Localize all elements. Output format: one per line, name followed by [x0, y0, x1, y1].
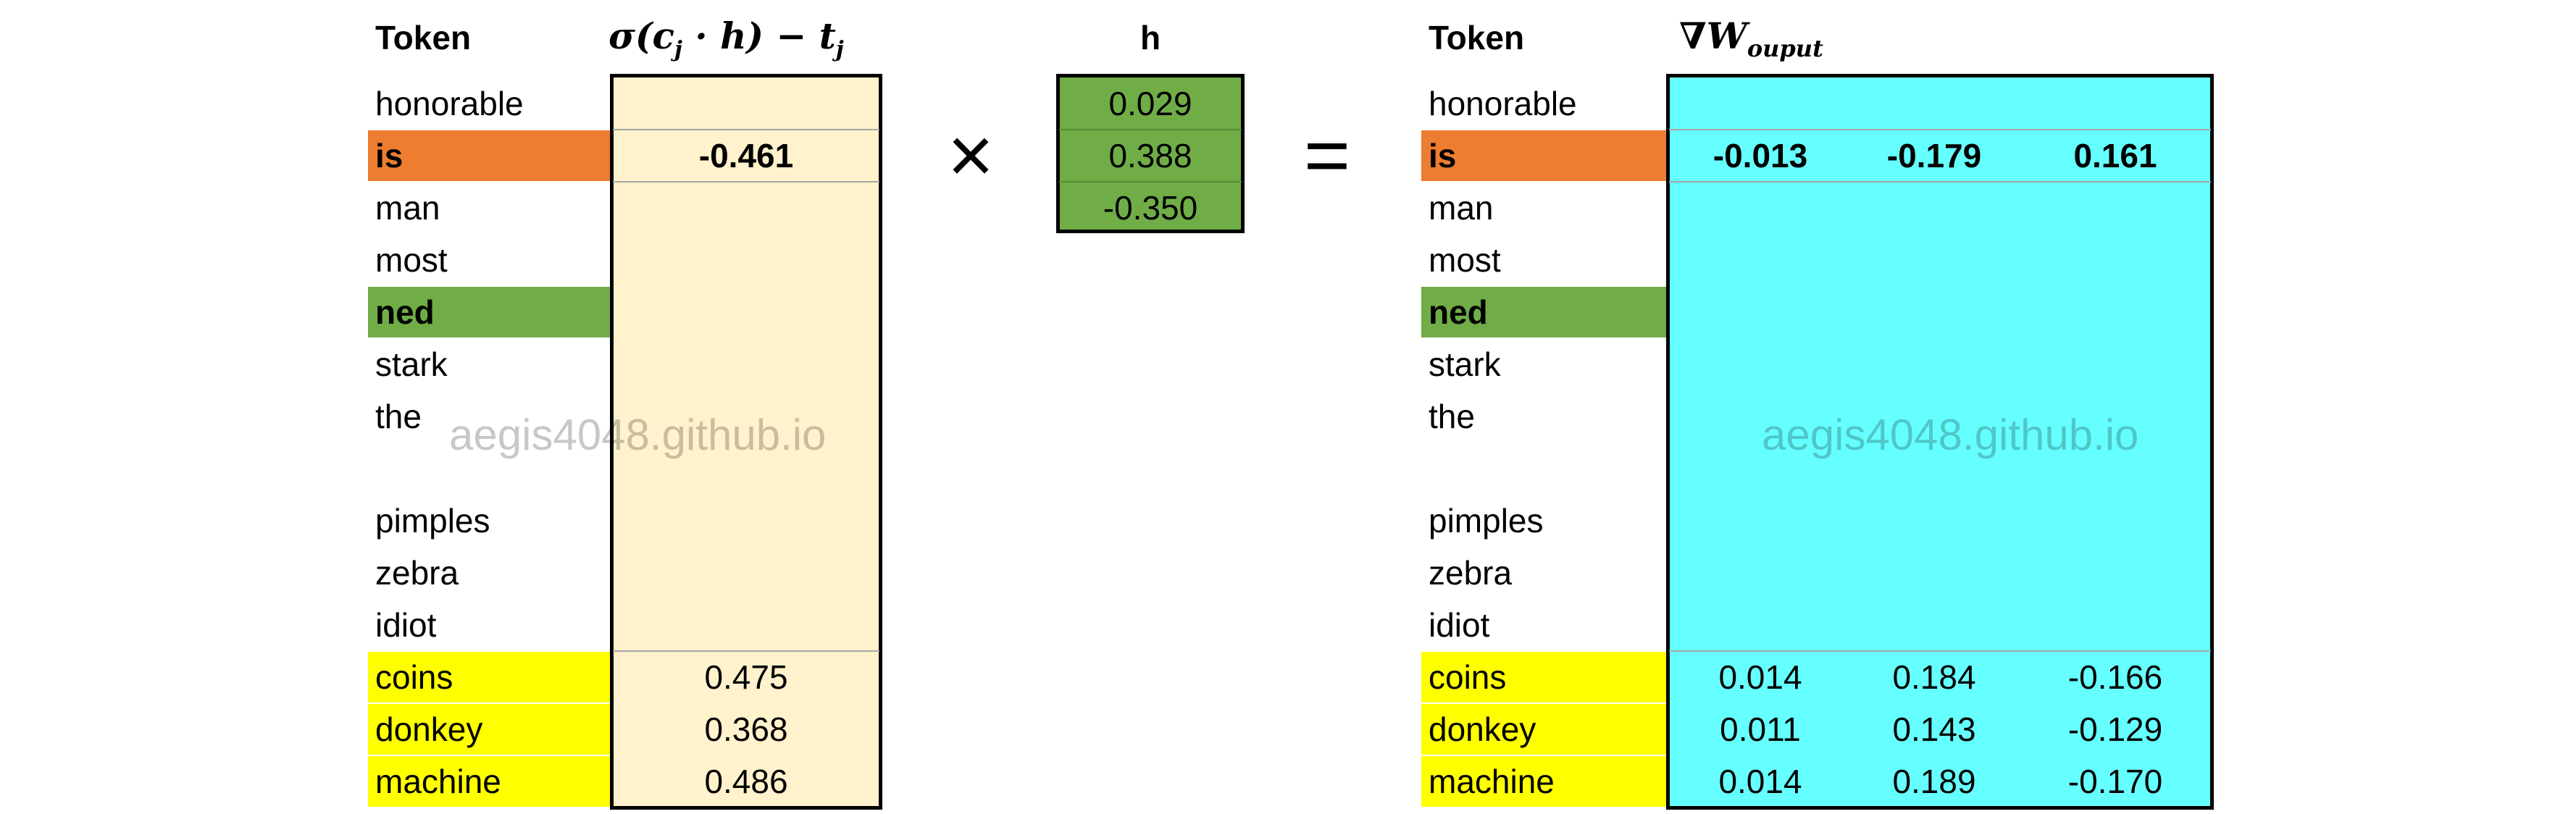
right-token-row: idiot: [1429, 606, 1490, 644]
right-token-row: man: [1429, 189, 1494, 227]
row-divider: [1669, 181, 2211, 182]
gradient-cell: 0.014: [1718, 763, 1802, 800]
left-token-row: man: [375, 189, 440, 227]
h-value: 0.029: [1108, 85, 1192, 122]
right-token-row: zebra: [1429, 554, 1513, 592]
left-value-coins: 0.475: [704, 658, 788, 696]
left-token-row: the: [375, 398, 422, 435]
left-value-machine: 0.486: [704, 763, 788, 800]
gradient-cell: -0.170: [2067, 763, 2163, 800]
gradient-cell: 0.014: [1718, 658, 1802, 696]
equals-symbol: =: [1303, 111, 1351, 200]
left-value-is: -0.461: [698, 137, 794, 175]
h-header: h: [1139, 19, 1161, 56]
gradient-cell: -0.166: [2067, 658, 2163, 696]
row-divider: [613, 129, 879, 130]
gradient-cell: 0.184: [1892, 658, 1976, 696]
multiply-symbol: ×: [947, 111, 995, 200]
left-token-row-target: is: [368, 130, 611, 181]
gradient-matrix: [1666, 74, 2214, 810]
gradient-cell: -0.129: [2067, 710, 2163, 748]
h-value: 0.388: [1108, 137, 1192, 175]
left-token-row-negative: coins: [368, 652, 611, 702]
gradient-cell: -0.013: [1713, 137, 1808, 175]
right-token-row-negative: machine: [1421, 756, 1668, 807]
row-divider: [613, 181, 879, 182]
right-token-row-negative: coins: [1421, 652, 1668, 702]
watermark-right: aegis4048.github.io: [1762, 411, 2139, 459]
left-token-row-negative: donkey: [368, 704, 611, 755]
left-token-row: most: [375, 241, 448, 279]
right-token-row: the: [1429, 398, 1475, 435]
right-token-row-target: is: [1421, 130, 1668, 181]
row-divider: [1669, 650, 2211, 652]
row-divider: [1059, 181, 1242, 182]
h-vector-box: [1056, 74, 1245, 233]
watermark-left: aegis4048.github.io: [449, 411, 827, 459]
left-value-donkey: 0.368: [704, 710, 788, 748]
left-token-row-center: ned: [368, 287, 611, 337]
left-token-row: idiot: [375, 606, 437, 644]
gradient-cell: 0.161: [2073, 137, 2157, 175]
left-token-row: stark: [375, 345, 448, 383]
left-token-row-negative: machine: [368, 756, 611, 807]
right-token-header: Token: [1429, 19, 1525, 56]
gradient-cell: -0.179: [1886, 137, 1982, 175]
right-token-row: pimples: [1429, 502, 1544, 540]
right-token-row-negative: donkey: [1421, 704, 1668, 755]
right-token-row: stark: [1429, 345, 1501, 383]
row-divider: [1669, 129, 2211, 130]
left-token-row: honorable: [375, 85, 524, 122]
left-value-column: [610, 74, 882, 810]
gradient-cell: 0.011: [1720, 710, 1801, 748]
left-token-row: zebra: [375, 554, 459, 592]
right-token-row: honorable: [1429, 85, 1577, 122]
gradient-cell: 0.189: [1892, 763, 1976, 800]
right-token-row-center: ned: [1421, 287, 1668, 337]
left-token-row: pimples: [375, 502, 490, 540]
row-divider: [613, 650, 879, 652]
left-value-header: σ(cj · h) − tj: [609, 14, 844, 62]
right-token-row-gap: [1421, 443, 1668, 494]
left-token-header: Token: [375, 19, 472, 56]
right-token-row: most: [1429, 241, 1501, 279]
h-value: -0.350: [1103, 189, 1198, 227]
row-divider: [1059, 129, 1242, 130]
gradient-cell: 0.143: [1892, 710, 1976, 748]
right-value-header: ∇Wouput: [1679, 14, 1823, 62]
